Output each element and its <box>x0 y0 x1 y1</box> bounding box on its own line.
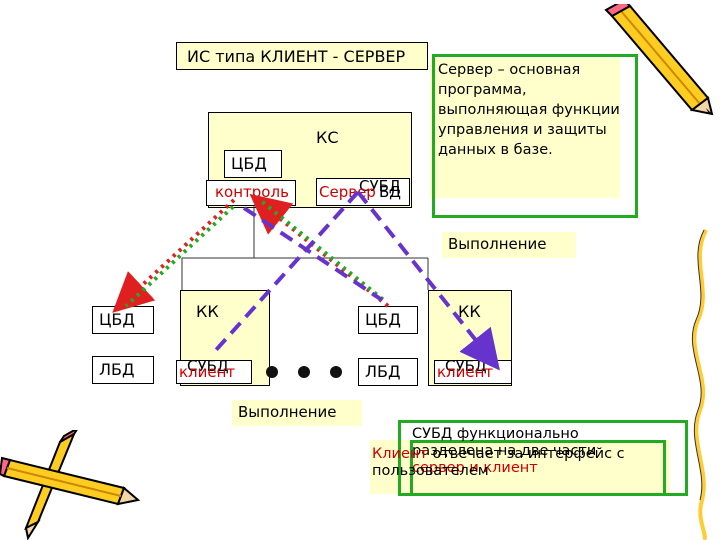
dotted-arrow-to-left-cbd <box>112 198 236 313</box>
note-subd: СУБД функционально разделена на две част… <box>412 426 597 476</box>
server-cbd: ЦБД <box>224 150 282 178</box>
client-right-kk: КК <box>458 302 481 321</box>
client-left-subd: СУБД клиент <box>176 357 252 384</box>
note-bg <box>370 440 670 494</box>
pencils-icon <box>0 430 140 540</box>
client-left-lbd: ЛБД <box>92 356 154 384</box>
server-description-bg <box>430 58 620 198</box>
dashed-line-center <box>242 206 384 302</box>
diagram-title: ИС типа КЛИЕНТ - СЕРВЕР <box>176 42 428 70</box>
note-frame-b <box>410 440 666 496</box>
dashed-line-to-left-client <box>214 190 360 352</box>
server-description: Сервер – основная программа, выполняющая… <box>438 62 620 158</box>
kc-label: КС <box>316 128 339 147</box>
client-right-cbd: ЦБД <box>358 306 418 334</box>
dashed-arrow-to-right-client <box>356 190 500 371</box>
note-client: Клиент отвечает за интерфейс с пользоват… <box>372 446 625 479</box>
client-right-lbd: ЛБД <box>358 358 418 386</box>
server-description-frame <box>432 54 638 218</box>
client-left-kk: КК <box>196 302 219 321</box>
pencil-icon <box>604 4 714 116</box>
execution-label-bottom: Выполнение <box>232 400 362 426</box>
execution-label-top: Выполнение <box>442 232 576 258</box>
ellipsis-dots <box>266 366 346 380</box>
